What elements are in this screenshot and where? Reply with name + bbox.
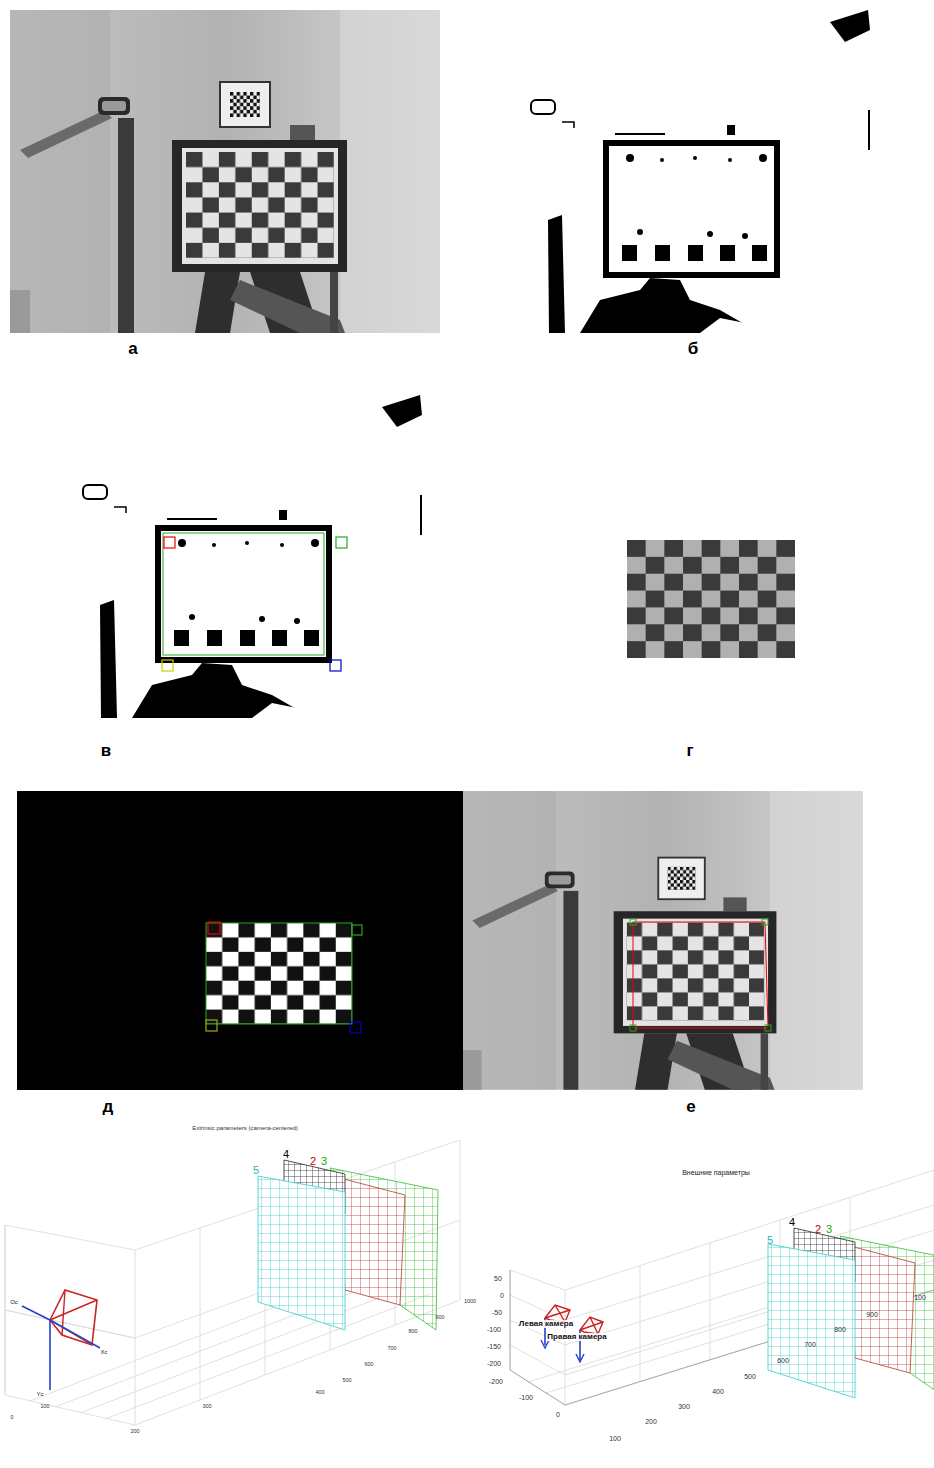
tick-label: 100: [609, 1435, 621, 1442]
camera-photo: [10, 10, 440, 333]
tick-label: -200: [489, 1378, 503, 1385]
tick-label: -150: [487, 1343, 501, 1350]
calibration-planes: [768, 1228, 934, 1398]
binary-image: [531, 10, 870, 333]
panel-letter: в: [101, 742, 111, 759]
tick-label: -200: [487, 1360, 501, 1367]
binary-image-corners: [83, 395, 422, 718]
camera-frame: [22, 1290, 100, 1390]
tick-label: 900: [435, 1315, 444, 1321]
tick-label: -100: [519, 1394, 533, 1401]
panel-letter: г: [686, 742, 693, 759]
tick-label: 400: [315, 1390, 324, 1396]
view-number: 5: [767, 1235, 773, 1246]
tick-label: 700: [387, 1346, 396, 1352]
axis-name: Xc: [100, 1349, 107, 1355]
tick-label: 500: [342, 1378, 351, 1384]
tick-label: 100: [914, 1294, 926, 1301]
tick-label: 800: [834, 1326, 846, 1333]
calibration-planes: [258, 1160, 438, 1330]
view-number: 4: [283, 1149, 289, 1160]
tick-label: -100: [487, 1326, 501, 1333]
panel-letter: а: [128, 340, 137, 357]
axis-name: Oc: [10, 1299, 18, 1305]
tick-label: 0: [10, 1415, 13, 1421]
tick-label: 800: [408, 1329, 417, 1335]
view-number: 3: [826, 1224, 832, 1235]
tick-label: 0: [556, 1411, 560, 1418]
tick-label: 600: [777, 1357, 789, 1364]
tick-label: 500: [744, 1373, 756, 1380]
extracted-board: [627, 540, 795, 658]
tick-label: 700: [804, 1341, 816, 1348]
view-number: 5: [253, 1165, 259, 1176]
tick-label: 50: [494, 1275, 502, 1282]
tick-label: 600: [364, 1362, 373, 1368]
plot-grid: [5, 1140, 460, 1425]
view-number: 3: [321, 1156, 327, 1167]
tick-label: 100: [40, 1404, 49, 1410]
panel-letter: б: [688, 340, 699, 357]
tick-label: 300: [202, 1404, 211, 1410]
tick-label: 1000: [464, 1299, 476, 1305]
plot-title: Внешние параметры: [682, 1169, 750, 1176]
tick-label: -50: [492, 1309, 502, 1316]
board-mask: [17, 791, 463, 1090]
detected-corners-photo: [463, 791, 863, 1090]
view-number: 2: [310, 1156, 316, 1167]
camera-label: Правая камера: [546, 1333, 607, 1341]
tick-label: 0: [500, 1292, 504, 1299]
tick-label: 300: [678, 1403, 690, 1410]
panel-letter: е: [686, 1098, 695, 1115]
camera-label: Левая камера: [518, 1320, 574, 1328]
tick-label: 200: [130, 1429, 139, 1435]
plot-title: Extrinsic parameters (camera-centered): [192, 1125, 298, 1131]
tick-label: 200: [645, 1418, 657, 1425]
panel-letter: д: [103, 1098, 114, 1115]
tick-label: 400: [712, 1388, 724, 1395]
view-number: 4: [789, 1217, 795, 1228]
tick-label: 900: [866, 1311, 878, 1318]
view-number: 2: [815, 1224, 821, 1235]
axis-name: Yc: [36, 1391, 43, 1397]
